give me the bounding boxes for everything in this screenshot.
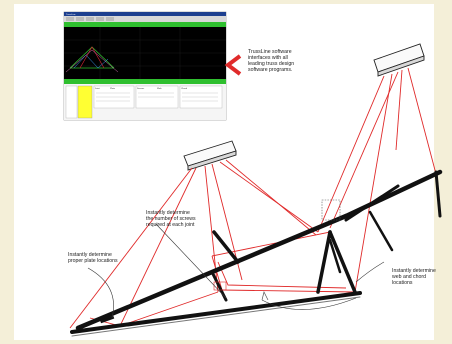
leader-lines [87, 223, 385, 319]
callout-web-chord: Instantly determine web and chord locati… [392, 268, 436, 286]
table-header-4: Chord [181, 87, 188, 90]
svg-text:Instantly determine: Instantly determine [68, 252, 112, 258]
svg-text:proper plate locations: proper plate locations [68, 258, 118, 264]
callout-software: TrussLine software interfaces with all l… [248, 49, 294, 73]
table-header-0: Joint [95, 87, 100, 90]
svg-text:required at each joint: required at each joint [146, 222, 195, 228]
svg-text:web and chord: web and chord [392, 274, 426, 280]
svg-text:Instantly determine: Instantly determine [392, 268, 436, 274]
truss [70, 169, 443, 337]
svg-text:leading truss design: leading truss design [248, 61, 294, 67]
svg-text:interfaces with all: interfaces with all [248, 55, 288, 61]
svg-text:TrussLine software: TrussLine software [248, 49, 292, 55]
callout-plates: Instantly determine proper plate locatio… [68, 252, 118, 264]
callout-screws: Instantly determine the number of screws… [146, 210, 196, 228]
screenshot-title: TrussLine [66, 13, 76, 16]
table-header-1: Plate [110, 87, 116, 90]
table-header-3: Web [157, 88, 162, 90]
projector-right [373, 43, 425, 77]
svg-text:software programs.: software programs. [248, 67, 292, 73]
svg-text:the number of screws: the number of screws [146, 216, 196, 222]
software-screenshot: TrussLine Joint Plate Screws [63, 11, 227, 121]
projector-left [183, 140, 237, 171]
svg-text:Instantly determine: Instantly determine [146, 210, 190, 216]
plate-markers [100, 281, 269, 324]
arrow-left-icon [224, 54, 242, 76]
table-header-2: Screws [137, 87, 145, 90]
svg-text:locations: locations [392, 280, 413, 286]
joint-highlight-box [321, 199, 341, 221]
